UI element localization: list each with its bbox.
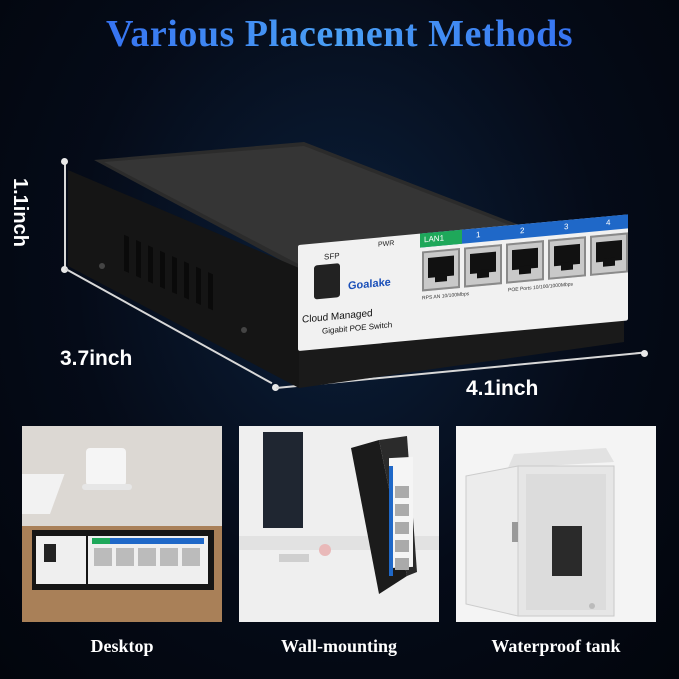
dimension-dot (61, 158, 68, 165)
caption-waterproof-tank: Waterproof tank (491, 636, 621, 656)
port-label-lan1: LAN1 (424, 233, 445, 245)
caption-desktop: Desktop (90, 636, 154, 656)
sfp-label: SFP (324, 251, 340, 262)
desktop-photo (22, 426, 222, 622)
depth-label: 3.7inch (60, 347, 133, 370)
rj45-port (422, 247, 460, 292)
switch-left-side (68, 170, 299, 388)
dimension-dot (272, 384, 279, 391)
screw (99, 263, 105, 269)
brand-logo: Goalake (348, 276, 391, 293)
page-title: Various Placement Methods (0, 12, 679, 56)
port-label-2: 2 (520, 225, 525, 236)
dimension-dot (61, 266, 68, 273)
width-label: 4.1inch (466, 377, 539, 400)
rj45-port (464, 244, 502, 288)
dimension-dot (641, 350, 648, 357)
height-dimension-line (64, 162, 66, 268)
lan-speed-label: RPS AN 10/100Mbps (422, 291, 470, 302)
rj45-port (506, 240, 544, 284)
rj45-port (590, 232, 628, 276)
pwr-label: PWR (378, 240, 395, 249)
height-label: 1.1inch (9, 178, 31, 247)
waterproof-tank-photo (456, 426, 656, 622)
poe-speed-label: POE Ports 10/100/1000Mbps (508, 281, 574, 294)
vent-slots (124, 234, 213, 311)
sfp-port (314, 263, 340, 300)
caption-wall-mounting: Wall-mounting (280, 636, 398, 656)
rj45-port (548, 236, 586, 280)
wall-mounting-photo (239, 426, 439, 622)
port-label-1: 1 (476, 230, 481, 240)
screw (241, 327, 247, 333)
port-label-4: 4 (606, 218, 611, 228)
port-label-3: 3 (564, 221, 569, 232)
